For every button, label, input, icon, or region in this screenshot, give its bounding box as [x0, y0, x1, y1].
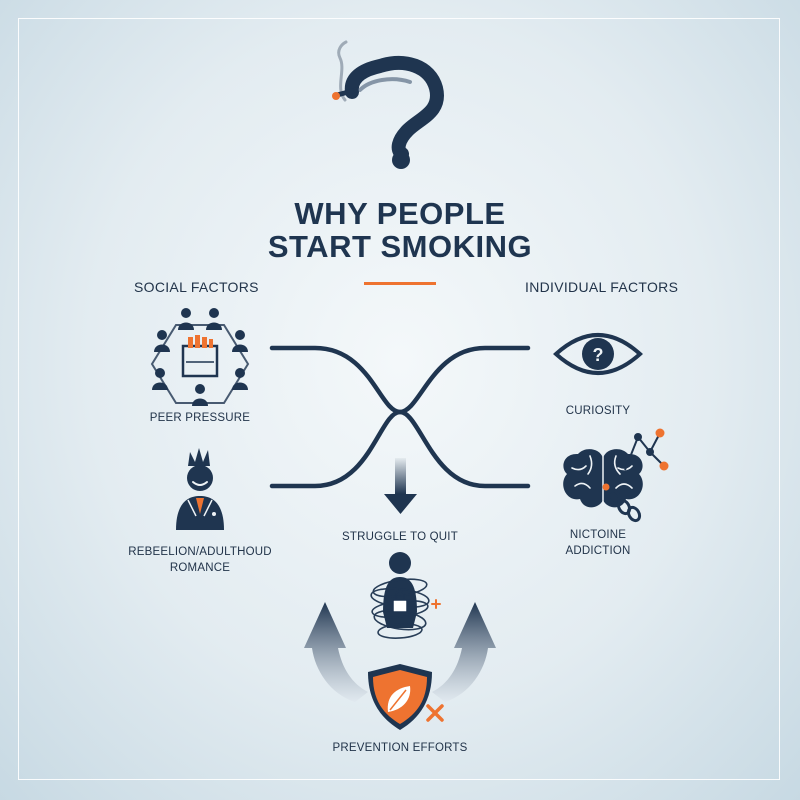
nicotine-addiction-label: NICTOINE ADDICTION — [548, 527, 648, 559]
frame-border — [18, 18, 780, 780]
title-line-1: WHY PEOPLE — [294, 196, 506, 231]
loop-arrow-icon — [304, 602, 496, 702]
crossing-curves — [269, 345, 531, 489]
title-line-2: START SMOKING — [267, 229, 533, 264]
smoke-question-icon — [332, 40, 444, 169]
rebellion-label: REBEELION/ADULTHOUD ROMANCE — [120, 544, 280, 576]
brain-chain-icon — [563, 428, 669, 523]
individual-factors-header: INDIVIDUAL FACTORS — [525, 279, 679, 295]
eye-question-icon: ? — [553, 333, 643, 375]
nicotine-label-line-2: ADDICTION — [565, 545, 631, 557]
social-factors-header: SOCIAL FACTORS — [134, 279, 259, 295]
bound-person-icon — [370, 552, 441, 639]
nicotine-label-line-1: NICTOINE — [569, 529, 627, 541]
svg-text:?: ? — [593, 345, 604, 365]
shield-leaf-icon — [368, 664, 444, 730]
peer-group-icon — [150, 308, 250, 406]
peer-pressure-label: PEER PRESSURE — [149, 412, 251, 424]
down-arrow — [384, 458, 417, 514]
prevention-efforts-label: PREVENTION EFFORTS — [332, 742, 468, 754]
rebellion-label-line-1: REBEELION/ADULTHOUD — [128, 546, 272, 558]
curiosity-label: CURIOSITY — [565, 405, 631, 417]
rebel-person-icon — [176, 448, 224, 530]
rebellion-label-line-2: ROMANCE — [169, 562, 231, 574]
title-underline — [364, 282, 436, 285]
struggle-to-quit-label: STRUGGLE TO QUIT — [342, 531, 458, 543]
